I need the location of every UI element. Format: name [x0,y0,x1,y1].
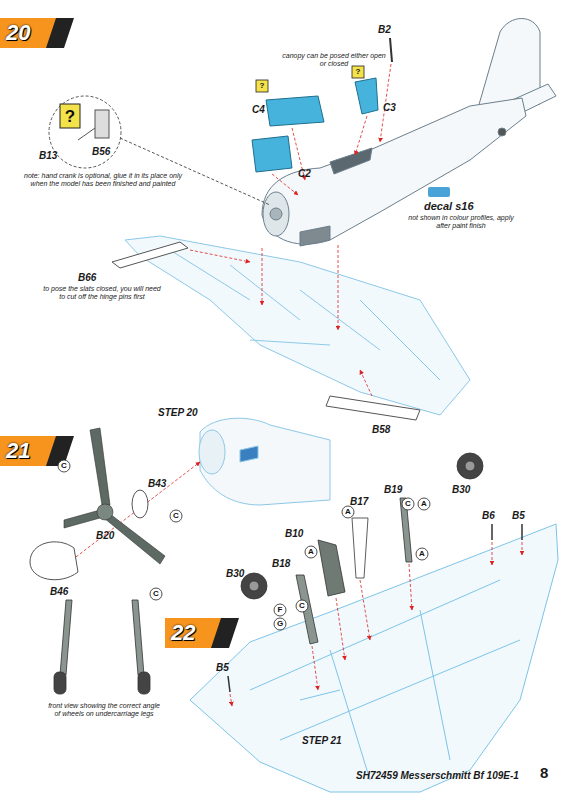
callout-letter: G [274,618,286,630]
part-label: C3 [383,102,396,114]
fuselage-step20 [262,19,556,247]
callout-letter: F [274,604,286,616]
attach-arrows [190,64,391,396]
sprue-letter: G [274,618,286,630]
part-label: B19 [384,484,402,496]
note-text: canopy can be posed either open or close… [282,52,386,68]
part-label: B6 [482,510,495,522]
part-label: decal s16 [424,200,474,213]
callout-letter: ? [60,104,80,128]
flap-b58 [326,396,420,420]
part-label: B30 [452,484,470,496]
part-label: STEP 21 [302,735,342,747]
canopy-parts [252,78,378,172]
note-text: not shown in colour profiles, apply afte… [402,214,520,230]
part-label: C4 [252,104,265,116]
antenna-b2 [390,38,392,62]
part-label: B5 [512,510,525,522]
part-label: B46 [50,586,68,598]
sprue-letter: F [274,604,286,616]
propeller-b20 [64,428,165,564]
step-badge: 20 [0,18,60,48]
step-number: 22 [165,618,225,648]
wing-step20 [125,236,470,415]
wing-step22 [190,524,558,792]
part-label: B30 [226,568,244,580]
callout-letter: C [402,498,414,510]
part-label: STEP 20 [158,407,198,419]
note-text: note: hand crank is optional, glue it in… [18,172,188,188]
spinner-b46 [30,542,78,580]
part-label: B10 [285,528,303,540]
step-number: 20 [0,18,60,48]
note-text: front view showing the correct angle of … [46,702,162,718]
step-number: 21 [0,436,60,466]
part-label: B5 [216,662,229,674]
part-label: B20 [96,530,114,542]
question-icon: ? [60,104,80,128]
callout-letter: ? [256,80,268,92]
callout-letter: A [418,498,430,510]
sprue-letter: A [305,546,317,558]
callout-letter: ? [352,66,364,78]
part-label: B58 [372,424,390,436]
hand-crank-inset [49,96,270,205]
callout-letter: A [305,546,317,558]
callout-letter: C [58,460,70,472]
callout-letter: C [296,600,308,612]
part-label: B56 [92,146,110,158]
front-view-legs [54,600,150,694]
part-label: B13 [39,150,57,162]
backplate-b43 [132,490,148,518]
callout-letter: A [342,506,354,518]
sprue-letter: C [402,498,414,510]
sprue-letter: C [296,600,308,612]
slat-b66 [112,242,188,268]
callout-letter: C [150,588,162,600]
part-label: SH72459 Messerschmitt Bf 109E-1 [356,770,519,782]
part-label: B43 [148,478,166,490]
part-label: C2 [298,168,311,180]
part-label: B18 [272,558,290,570]
prop-axis [72,462,200,560]
callout-letter: A [416,548,428,560]
sprue-letter: C [150,588,162,600]
sprue-letter: C [170,510,182,522]
step-badge: 21 [0,436,60,466]
sprue-letter: A [416,548,428,560]
sprue-letter: C [58,460,70,472]
attach-arrows-22 [230,542,522,706]
part-label: B2 [378,24,391,36]
undercarriage-parts [228,453,522,692]
note-text: to pose the slats closed, you will need … [40,285,164,301]
question-icon: ? [352,66,364,78]
step-badge: 22 [165,618,225,648]
part-label: B17 [350,496,368,508]
part-label: B66 [78,272,96,284]
callout-letter: C [170,510,182,522]
part-label: 8 [540,764,548,781]
sprue-letter: A [342,506,354,518]
sprue-letter: A [418,498,430,510]
nose-step21 [199,418,330,505]
question-icon: ? [256,80,268,92]
decal-swatch [428,187,450,197]
